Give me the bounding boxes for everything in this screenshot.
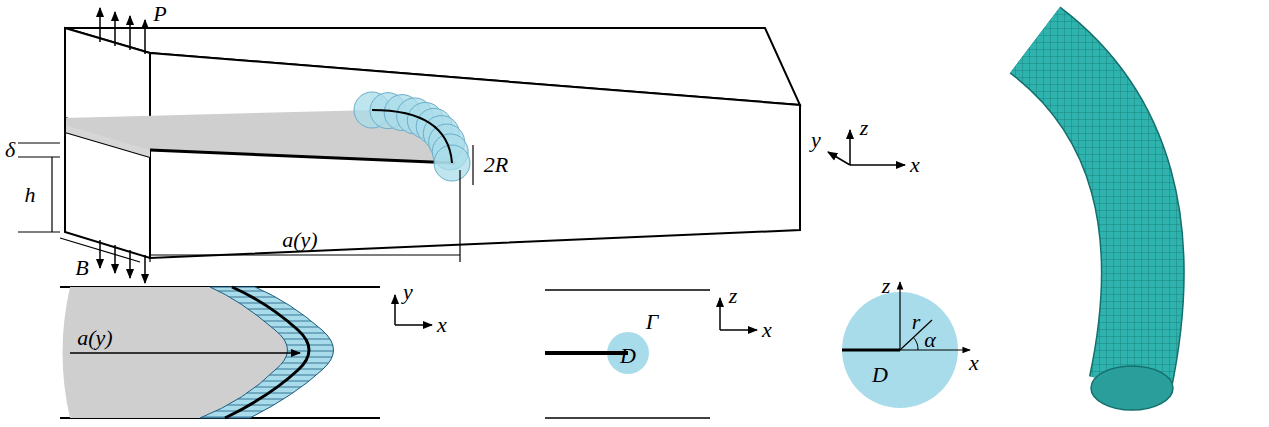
domain-label: D [620,345,636,367]
crack-front [372,110,452,163]
dimension-label: 2R [484,154,508,176]
dimension-label: a(y) [77,327,112,349]
axis-label: α [924,329,936,351]
contour-label: Γ [646,311,659,333]
axis-label: x [762,319,772,341]
dimension-label: a(y) [282,229,317,251]
mesh-tube [1035,40,1173,410]
domain-circle [842,282,970,408]
crack-section [545,290,757,418]
dimension-label: h [25,184,36,206]
axis-label: x [437,314,447,336]
axis-label: x [910,154,920,176]
axis-label: y [811,129,821,151]
axis-label: y [403,281,413,303]
domain-label: D [872,364,888,386]
dimension-lines [18,143,473,262]
load-label: P [153,3,166,25]
axis-label: z [882,275,891,297]
contour-circles [354,92,470,181]
axis-label: z [860,117,869,139]
axis-label: x [969,352,979,374]
axis-label: r [912,311,921,333]
axis-label: z [729,285,738,307]
dimension-label: B [75,257,88,279]
dimension-label: δ [5,139,15,161]
load-arrows [100,8,145,283]
dcb-specimen [65,28,800,258]
crack-front-plan [60,287,432,418]
